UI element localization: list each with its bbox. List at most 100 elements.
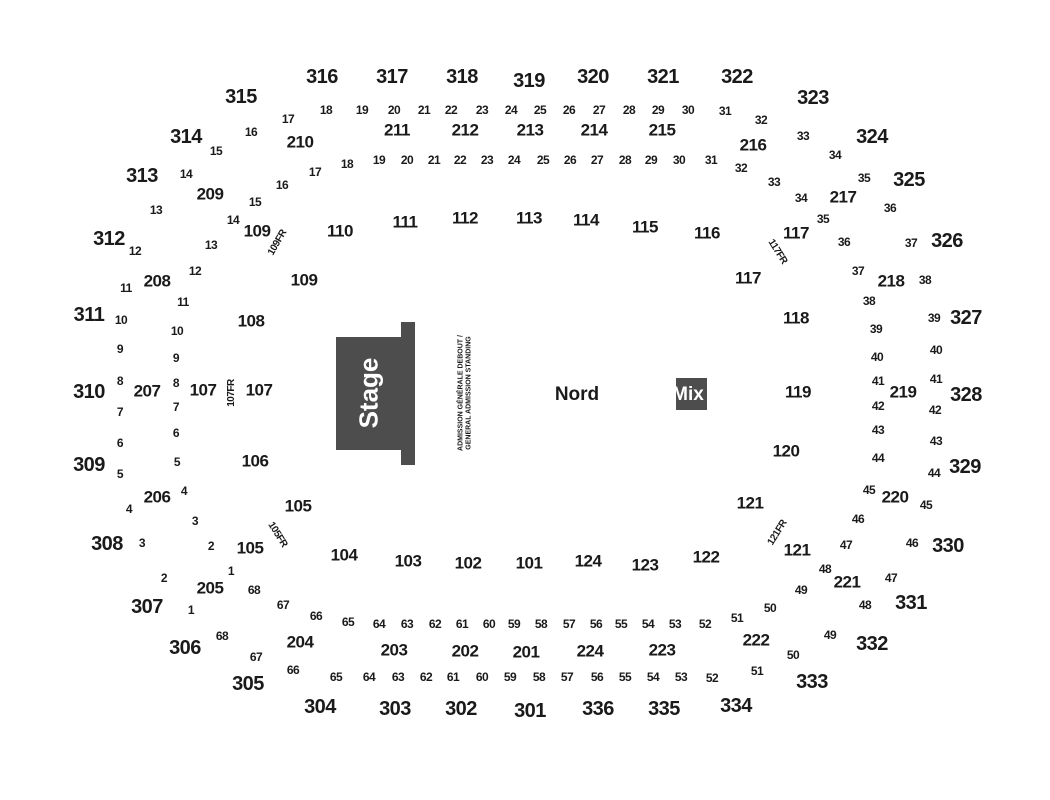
section-105[interactable]: 105 [284,496,312,516]
row-number-label: 62 [428,617,442,631]
section-325[interactable]: 325 [893,169,925,191]
section-117[interactable]: 117 [735,268,761,288]
section-105[interactable]: 105 [236,538,264,558]
section-107[interactable]: 107 [189,380,217,400]
section-202[interactable]: 202 [451,641,479,661]
section-110[interactable]: 110 [327,221,353,241]
section-328[interactable]: 328 [950,384,982,406]
section-121[interactable]: 121 [783,540,811,560]
section-107[interactable]: 107 [245,380,273,400]
section-122[interactable]: 122 [692,547,720,567]
section-307[interactable]: 307 [131,596,163,618]
section-321[interactable]: 321 [647,66,679,88]
section-324[interactable]: 324 [856,126,888,148]
section-332[interactable]: 332 [856,633,888,655]
section-105fr[interactable]: 105FR [265,520,290,550]
stage-block[interactable] [336,337,402,450]
section-112[interactable]: 112 [452,208,478,228]
section-218[interactable]: 218 [877,271,905,291]
row-number-label: 67 [249,650,263,664]
section-215[interactable]: 215 [648,120,676,140]
section-311[interactable]: 311 [73,304,105,326]
section-221[interactable]: 221 [833,572,861,592]
section-304[interactable]: 304 [304,696,336,718]
section-109[interactable]: 109 [290,270,318,290]
section-201[interactable]: 201 [512,642,540,662]
section-124[interactable]: 124 [574,551,602,571]
section-314[interactable]: 314 [170,126,202,148]
section-322[interactable]: 322 [721,66,753,88]
section-121[interactable]: 121 [736,493,764,513]
section-204[interactable]: 204 [286,632,314,652]
section-107fr[interactable]: 107FR [226,379,237,407]
section-302[interactable]: 302 [445,698,477,720]
section-103[interactable]: 103 [394,551,422,571]
section-113[interactable]: 113 [516,208,542,228]
section-210[interactable]: 210 [286,132,314,152]
section-212[interactable]: 212 [451,120,479,140]
section-101[interactable]: 101 [515,553,543,573]
section-315[interactable]: 315 [225,86,257,108]
section-211[interactable]: 211 [384,120,410,140]
section-335[interactable]: 335 [648,698,680,720]
section-109[interactable]: 109 [243,221,271,241]
section-108[interactable]: 108 [237,311,265,331]
section-320[interactable]: 320 [577,66,609,88]
section-309[interactable]: 309 [73,454,105,476]
section-331[interactable]: 331 [895,592,927,614]
section-312[interactable]: 312 [93,228,125,250]
section-318[interactable]: 318 [446,66,478,88]
section-308[interactable]: 308 [91,533,123,555]
row-number-label: 54 [641,617,655,631]
section-319[interactable]: 319 [513,70,545,92]
section-310[interactable]: 310 [73,381,105,403]
section-123[interactable]: 123 [631,555,659,575]
section-223[interactable]: 223 [648,640,676,660]
section-106[interactable]: 106 [241,451,269,471]
section-217[interactable]: 217 [829,187,857,207]
row-number-label: 11 [120,281,132,295]
section-207[interactable]: 207 [133,381,161,401]
section-116[interactable]: 116 [694,223,720,243]
section-305[interactable]: 305 [232,673,264,695]
section-336[interactable]: 336 [582,698,614,720]
section-104[interactable]: 104 [330,545,358,565]
section-213[interactable]: 213 [516,120,544,140]
section-114[interactable]: 114 [573,210,599,230]
section-313[interactable]: 313 [126,165,158,187]
section-329[interactable]: 329 [949,456,981,478]
section-330[interactable]: 330 [932,535,964,557]
row-number-label: 51 [730,611,744,625]
section-317[interactable]: 317 [376,66,408,88]
row-number-label: 47 [839,538,853,552]
section-224[interactable]: 224 [576,641,604,661]
section-206[interactable]: 206 [143,487,171,507]
section-222[interactable]: 222 [742,630,770,650]
section-209[interactable]: 209 [196,184,224,204]
row-number-label: 15 [209,144,223,158]
section-111[interactable]: 111 [392,212,419,232]
section-117[interactable]: 117 [783,223,809,243]
section-327[interactable]: 327 [950,307,982,329]
section-334[interactable]: 334 [720,695,752,717]
section-115[interactable]: 115 [632,217,658,237]
section-205[interactable]: 205 [196,578,224,598]
section-219[interactable]: 219 [889,382,917,402]
section-303[interactable]: 303 [379,698,411,720]
section-208[interactable]: 208 [143,271,171,291]
section-203[interactable]: 203 [380,640,408,660]
section-119[interactable]: 119 [785,382,811,402]
section-118[interactable]: 118 [783,308,809,328]
section-301[interactable]: 301 [514,700,546,722]
section-326[interactable]: 326 [931,230,963,252]
section-216[interactable]: 216 [739,135,767,155]
section-102[interactable]: 102 [454,553,482,573]
section-306[interactable]: 306 [169,637,201,659]
section-120[interactable]: 120 [772,441,800,461]
section-214[interactable]: 214 [580,120,608,140]
section-220[interactable]: 220 [881,487,909,507]
section-316[interactable]: 316 [306,66,338,88]
section-323[interactable]: 323 [797,87,829,109]
section-333[interactable]: 333 [796,671,828,693]
